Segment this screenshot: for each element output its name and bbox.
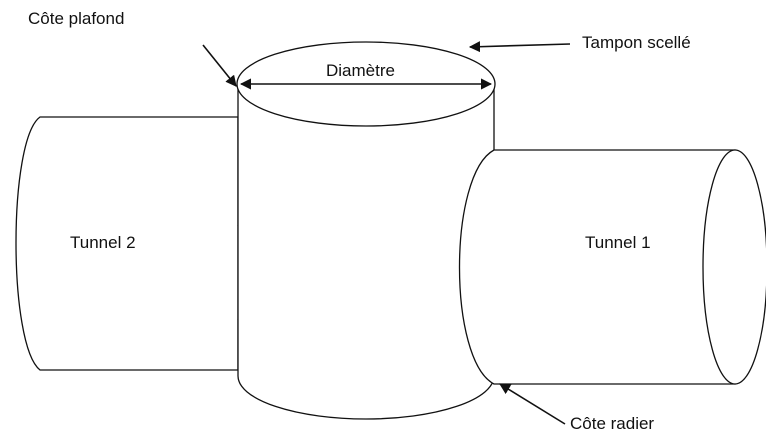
diametre-label: Diamètre [326, 61, 395, 80]
manhole-shaft [236, 41, 496, 420]
cote-radier-label: Côte radier [570, 414, 654, 433]
tunnel-1-label: Tunnel 1 [585, 233, 651, 252]
tunnel-1-pipe [458, 149, 766, 385]
tampon-scelle-arrow [468, 41, 571, 53]
tunnel-1-opening [702, 149, 766, 385]
cote-radier-arrow [499, 383, 566, 425]
tunnel-2-label: Tunnel 2 [70, 233, 136, 252]
tampon-scelle-label: Tampon scellé [582, 33, 691, 52]
cote-plafond-arrow [202, 44, 237, 87]
cote-plafond-label: Côte plafond [28, 9, 124, 28]
